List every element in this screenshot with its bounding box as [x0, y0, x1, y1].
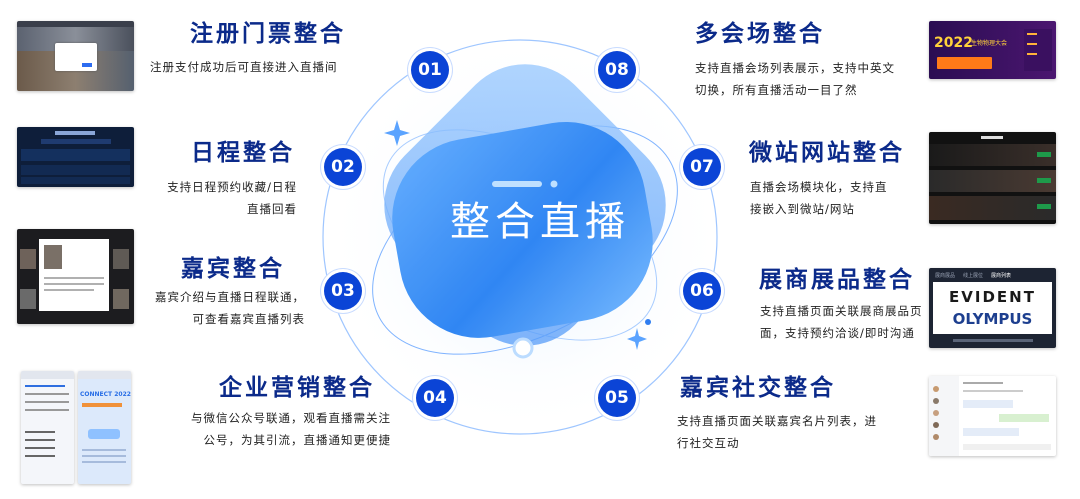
venue-label: 生物物理大会	[971, 38, 1007, 47]
hub-title: 整合直播	[410, 202, 670, 242]
feature-desc-multi-venue: 支持直播会场列表展示，支持中英文 切换，所有直播活动一目了然	[695, 57, 895, 101]
exhibitor-tab-1: 展商展品	[935, 272, 955, 279]
step-badge-07: 07	[683, 148, 721, 186]
logo-olympus: OLYMPUS	[933, 310, 1052, 328]
step-badge-01: 01	[411, 51, 449, 89]
feature-desc-guest: 嘉宾介绍与直播日程联通， 可查看嘉宾直播列表	[150, 286, 305, 330]
step-badge-08: 08	[598, 51, 636, 89]
feature-title-guest-social: 嘉宾社交整合	[680, 377, 836, 400]
screenshot-marketing-wechat: CONNECT 2022	[78, 371, 131, 484]
step-badge-04: 04	[416, 379, 454, 417]
screenshot-marketing-list	[21, 371, 74, 484]
exhibitor-tab-2: 线上展位	[963, 272, 983, 279]
screenshot-multi-venue: 2022 生物物理大会	[929, 21, 1056, 79]
feature-title-registration: 注册门票整合	[190, 23, 346, 46]
feature-desc-schedule: 支持日程预约收藏/日程 直播回看	[157, 176, 297, 220]
step-badge-05: 05	[598, 379, 636, 417]
wechat-banner-text: CONNECT 2022	[80, 391, 129, 398]
feature-desc-microsite: 直播会场模块化，支持直 接嵌入到微站/网站	[750, 176, 888, 220]
exhibitor-tab-3: 展商列表	[991, 272, 1011, 279]
feature-title-multi-venue: 多会场整合	[695, 23, 825, 46]
screenshot-schedule	[17, 127, 134, 187]
feature-title-marketing: 企业营销整合	[219, 377, 375, 400]
feature-title-guest: 嘉宾整合	[181, 258, 285, 281]
feature-title-microsite: 微站网站整合	[749, 142, 905, 165]
feature-title-exhibitor: 展商展品整合	[759, 269, 915, 292]
screenshot-guest	[17, 229, 134, 324]
feature-desc-registration: 注册支付成功后可直接进入直播间	[150, 56, 338, 78]
screenshot-exhibitor: 展商展品 线上展位 展商列表 EVIDENT OLYMPUS	[929, 268, 1056, 348]
screenshot-microsite	[929, 132, 1056, 224]
venue-year: 2022	[934, 35, 973, 51]
screenshot-registration	[17, 21, 134, 91]
feature-desc-guest-social: 支持直播页面关联嘉宾名片列表，进 行社交互动	[677, 410, 877, 454]
step-badge-03: 03	[324, 272, 362, 310]
step-badge-02: 02	[324, 148, 362, 186]
feature-title-schedule: 日程整合	[191, 142, 295, 165]
feature-desc-exhibitor: 支持直播页面关联展商展品页 面，支持预约洽谈/即时沟通	[760, 300, 923, 344]
step-badge-06: 06	[683, 272, 721, 310]
feature-desc-marketing: 与微信公众号联通，观看直播需关注 公号，为其引流，直播通知更便捷	[163, 407, 391, 451]
logo-evident: EVIDENT	[933, 288, 1052, 306]
screenshot-guest-social	[929, 376, 1056, 456]
